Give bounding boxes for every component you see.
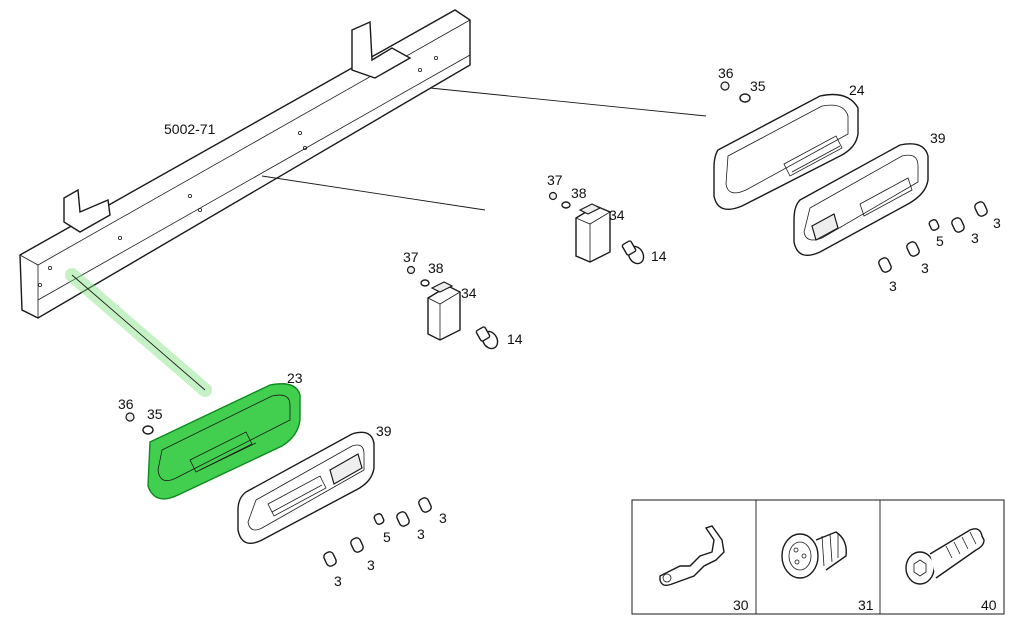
callout-23[interactable]: 23 [287,370,303,386]
callout-3-right-d[interactable]: 3 [993,215,1001,231]
callout-34-top[interactable]: 34 [609,207,625,223]
callout-37-top[interactable]: 37 [547,172,563,188]
callout-39-right[interactable]: 39 [930,130,946,146]
leader-lines [65,87,707,397]
callout-14-top[interactable]: 14 [651,248,667,264]
small-bulbs-right [878,201,988,273]
inset-label-31: 31 [858,597,874,613]
callout-5-right[interactable]: 5 [936,233,944,249]
frame-rail [19,9,471,319]
callout-14-mid[interactable]: 14 [507,331,523,347]
terminal-pin-icon[interactable] [659,525,725,587]
lamp-lens-39-right[interactable] [793,143,929,256]
callout-36-left[interactable]: 36 [118,396,134,412]
tail-lamp-24[interactable] [713,93,859,210]
callout-36-right[interactable]: 36 [718,65,734,81]
callout-3-left-b[interactable]: 3 [367,557,375,573]
tail-lamp-23-highlighted[interactable] [147,383,301,500]
callout-38-mid[interactable]: 38 [428,260,444,276]
callout-38-top[interactable]: 38 [571,185,587,201]
callout-3-left-c[interactable]: 3 [417,526,425,542]
bulb-14-mid[interactable] [475,326,501,351]
callout-24[interactable]: 24 [849,82,865,98]
marker-lamp-34-mid[interactable] [427,281,461,341]
lamp-lens-39-left[interactable] [237,431,375,544]
inset-label-30: 30 [733,597,749,613]
callout-37-mid[interactable]: 37 [403,249,419,265]
nut-washer-set [125,81,751,435]
assembly-label: 5002-71 [164,121,216,137]
callout-3-left-d[interactable]: 3 [439,510,447,526]
callout-3-right-c[interactable]: 3 [971,230,979,246]
callout-3-right-a[interactable]: 3 [889,278,897,294]
callout-35-right[interactable]: 35 [750,78,766,94]
callout-35-left[interactable]: 35 [147,406,163,422]
callout-3-right-b[interactable]: 3 [921,260,929,276]
inset-label-40: 40 [981,597,997,613]
bulb-14-top[interactable] [621,240,647,266]
callout-39-left[interactable]: 39 [376,423,392,439]
connector-plug-icon[interactable] [781,531,847,579]
callout-3-left-a[interactable]: 3 [334,573,342,589]
callout-34-mid[interactable]: 34 [461,285,477,301]
callout-labels: 23 39 36 35 37 38 34 14 37 38 34 14 36 3… [118,65,1001,589]
socket-screw-icon[interactable] [905,528,985,585]
small-bulbs-left [323,497,432,567]
inset-parts-table: 30 31 40 [631,499,1005,615]
marker-lamp-34-top[interactable] [575,203,611,263]
callout-5-left[interactable]: 5 [383,529,391,545]
